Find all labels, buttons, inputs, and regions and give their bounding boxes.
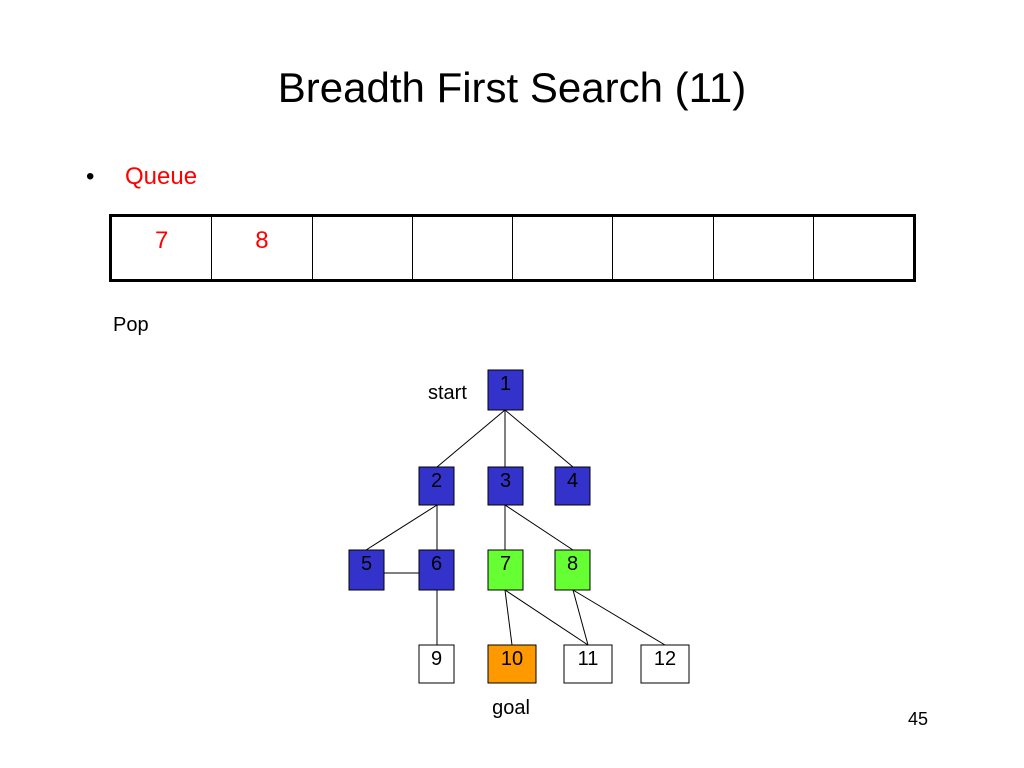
- tree-node-box: [418, 644, 455, 684]
- tree-node-11: 11: [563, 644, 613, 684]
- queue-bullet: • Queue: [86, 162, 197, 192]
- queue-cell: [413, 217, 513, 279]
- tree-node-box: [348, 549, 385, 591]
- tree-node-label: 7: [500, 553, 511, 575]
- tree-node-label: 12: [654, 648, 676, 670]
- slide-title: Breadth First Search (11): [277, 64, 747, 111]
- tree-node-label: 4: [567, 470, 578, 492]
- queue-cell: [814, 217, 913, 279]
- tree-node-5: 5: [348, 549, 385, 591]
- tree-node-label: 2: [431, 470, 442, 492]
- tree-node-7: 7: [487, 549, 524, 591]
- tree-node-label: 11: [578, 648, 599, 670]
- tree-node-label: 5: [361, 553, 372, 575]
- tree-node-box: [418, 466, 455, 506]
- tree-edges: [365, 409, 666, 646]
- tree-node-label: 3: [500, 470, 511, 492]
- tree-node-box: [487, 549, 524, 591]
- tree-node-4: 4: [554, 466, 591, 506]
- tree-node-6: 6: [418, 549, 455, 591]
- tree-node-box: [640, 644, 690, 684]
- queue-cell: [714, 217, 814, 279]
- tree-node-label: 6: [431, 553, 442, 575]
- tree-node-box: [554, 549, 591, 591]
- tree-node-1: 1: [487, 369, 524, 411]
- tree-node-3: 3: [487, 466, 524, 506]
- queue-cell: 7: [112, 217, 213, 279]
- tree-edge-1-2: [436, 409, 506, 468]
- tree-edge-3-8: [504, 504, 574, 551]
- pop-label: Pop: [113, 314, 149, 336]
- tree-edge-7-11: [504, 589, 589, 646]
- tree-node-label: 9: [431, 648, 442, 670]
- page-number: 45: [908, 709, 929, 729]
- tree-edge-7-10: [504, 589, 513, 646]
- tree-node-box: [487, 369, 524, 411]
- queue-table: 7 8: [109, 214, 916, 282]
- tree-node-label: 8: [567, 553, 578, 575]
- tree-node-12: 12: [640, 644, 690, 684]
- tree-edge-1-4: [504, 409, 574, 468]
- tree-node-label: 1: [500, 373, 511, 395]
- tree-node-box: [487, 466, 524, 506]
- queue-cell: [613, 217, 714, 279]
- tree-edge-8-11: [572, 589, 589, 646]
- start-label: start: [428, 382, 467, 404]
- tree-edge-2-5: [365, 504, 438, 551]
- bullet-marker: •: [86, 163, 95, 190]
- tree-node-8: 8: [554, 549, 591, 591]
- queue-cell: [313, 217, 413, 279]
- tree-node-label: 10: [501, 648, 523, 670]
- tree-node-10: 10: [487, 644, 537, 684]
- bullet-text: Queue: [125, 163, 198, 190]
- tree-node-2: 2: [418, 466, 455, 506]
- tree-edge-8-12: [572, 589, 666, 646]
- queue-cell: [513, 217, 614, 279]
- tree-node-box: [554, 466, 591, 506]
- queue-cell: 8: [212, 217, 313, 279]
- tree-node-9: 9: [418, 644, 455, 684]
- tree-node-box: [563, 644, 613, 684]
- tree-node-box: [418, 549, 455, 591]
- goal-label: goal: [492, 697, 530, 719]
- tree-node-box: [487, 644, 537, 684]
